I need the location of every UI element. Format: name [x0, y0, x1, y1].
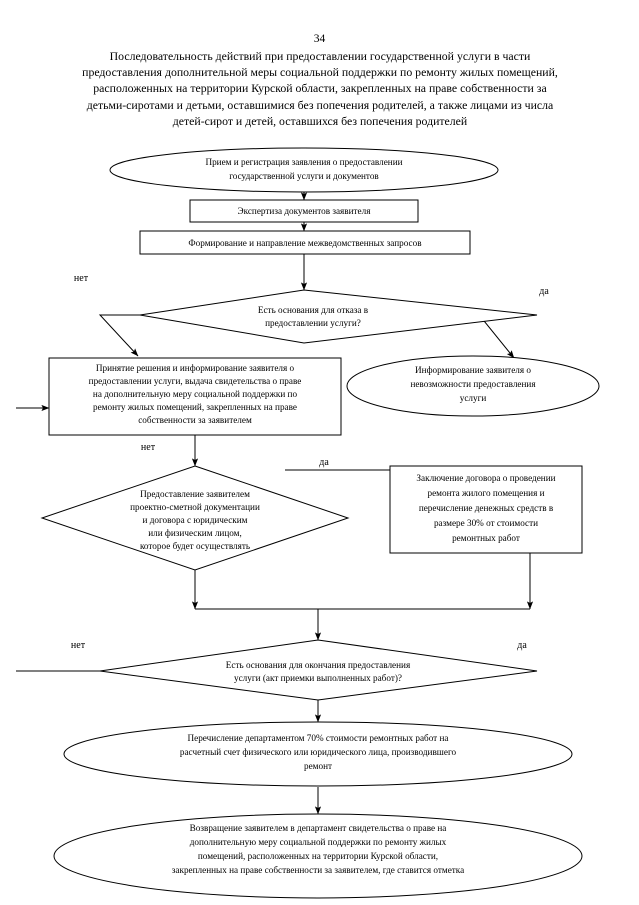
return-certificate-ellipse-shape — [53, 813, 583, 899]
contract-30-label-line-4: размере 30% от стоимости — [434, 518, 538, 528]
document-title: Последовательность действий при предоста… — [42, 48, 598, 129]
inform-impossible-label-line-2: невозможности предоставления — [410, 379, 536, 389]
requests-label: Формирование и направление межведомствен… — [188, 238, 422, 248]
decision-documents-label-line-2: проектно-сметной документации — [130, 502, 260, 512]
node-requests[interactable]: Формирование и направление межведомствен… — [139, 230, 471, 255]
branch-labels: нет да нет да нет да — [71, 273, 549, 651]
title-line-3: расположенных на территории Курской обла… — [93, 81, 547, 96]
decision-documents-label-line-4: или физическим лицом, — [148, 528, 242, 538]
branch-label-yes-3: да — [517, 640, 527, 651]
decision-made-label-line-5: собственности за заявителем — [138, 415, 252, 425]
branch-label-no-3: нет — [71, 640, 86, 651]
start-label-line-1: Прием и регистрация заявления о предоста… — [205, 157, 402, 167]
contract-30-label-line-3: перечисление денежных средств в — [419, 503, 554, 513]
node-decision-documents[interactable]: Предоставление заявителем проектно-сметн… — [40, 465, 350, 571]
contract-30-label-line-5: ремонтных работ — [452, 533, 520, 543]
transfer-70-label-line-2: расчетный счет физического или юридическ… — [180, 747, 457, 757]
requests-rect-shape — [139, 230, 471, 255]
node-return-certificate[interactable]: Возвращение заявителем в департамент сви… — [53, 813, 583, 899]
branch-label-yes-1: да — [539, 286, 549, 297]
decision-completion-label-line-2: услуги (акт приемки выполненных работ)? — [234, 673, 402, 683]
node-inform-impossible[interactable]: Информирование заявителя о невозможности… — [346, 355, 600, 417]
conn-refusal-yes — [478, 314, 538, 359]
decision-documents-label-line-5: которое будет осуществлять — [140, 541, 250, 551]
branch-label-no-1: нет — [74, 273, 89, 284]
contract-30-rect-shape — [389, 465, 583, 554]
node-decision-refusal[interactable]: Есть основания для отказа в предоставлен… — [139, 289, 538, 344]
return-certificate-label-line-4: закрепленных на праве собственности за з… — [172, 865, 464, 875]
contract-30-label-line-2: ремонта жилого помещения и — [427, 488, 544, 498]
return-certificate-label-line-1: Возвращение заявителем в департамент сви… — [190, 823, 447, 833]
title-line-4: детьми-сиротами и детьми, оставшимися бе… — [86, 97, 554, 112]
start-label-line-2: государственной услуги и документов — [229, 171, 379, 181]
node-transfer-70[interactable]: Перечисление департаментом 70% стоимости… — [63, 721, 573, 787]
decision-made-rect-shape — [48, 357, 342, 436]
inform-impossible-label-line-1: Информирование заявителя о — [415, 365, 531, 375]
decision-refusal-label-line-1: Есть основания для отказа в — [258, 305, 369, 315]
decision-made-label-line-3: на дополнительную меру социальной поддер… — [93, 389, 298, 399]
expertise-label: Экспертиза документов заявителя — [238, 206, 372, 216]
decision-documents-diamond-shape — [40, 465, 350, 571]
node-expertise[interactable]: Экспертиза документов заявителя — [189, 199, 419, 223]
decision-documents-label-line-3: и договора с юридическим — [143, 515, 248, 525]
decision-completion-diamond-shape — [99, 639, 538, 701]
decision-completion-label-line-1: Есть основания для окончания предоставле… — [226, 660, 411, 670]
node-decision-completion[interactable]: Есть основания для окончания предоставле… — [99, 639, 538, 701]
transfer-70-ellipse-shape — [63, 721, 573, 787]
contract-30-label-line-1: Заключение договора о проведении — [416, 473, 555, 483]
node-decision-made[interactable]: Принятие решения и информирование заявит… — [48, 357, 342, 436]
decision-refusal-diamond-shape — [139, 289, 538, 344]
title-line-1: Последовательность действий при предоста… — [109, 49, 531, 63]
decision-made-label-line-4: ремонту жилых помещений, закрепленных на… — [93, 402, 297, 412]
transfer-70-label-line-3: ремонт — [304, 761, 332, 771]
branch-label-no-2: нет — [141, 442, 156, 453]
decision-made-label-line-1: Принятие решения и информирование заявит… — [96, 363, 295, 373]
return-certificate-label-line-3: помещений, расположенных на территории К… — [198, 851, 438, 861]
decision-refusal-label-line-2: предоставлении услуги? — [265, 318, 361, 328]
title-line-2: предоставления дополнительной меры социа… — [82, 65, 558, 80]
expertise-rect-shape — [189, 199, 419, 223]
conn-refusal-no — [98, 314, 140, 357]
inform-impossible-ellipse-shape — [346, 355, 600, 417]
inform-impossible-label-line-3: услуги — [460, 393, 487, 403]
branch-label-yes-2: да — [319, 457, 329, 468]
page-number: 34 — [313, 33, 326, 45]
title-line-5: детей-сирот и детей, оставшихся без попе… — [172, 113, 468, 128]
return-certificate-label-line-2: дополнительную меру социальной поддержки… — [190, 837, 447, 847]
node-contract-30[interactable]: Заключение договора о проведении ремонта… — [389, 465, 583, 554]
start-ellipse-shape — [109, 147, 499, 193]
transfer-70-label-line-1: Перечисление департаментом 70% стоимости… — [188, 733, 449, 743]
decision-made-label-line-2: предоставлении услуги, выдача свидетельс… — [89, 376, 302, 386]
decision-documents-label-line-1: Предоставление заявителем — [140, 489, 250, 499]
node-start[interactable]: Прием и регистрация заявления о предоста… — [109, 147, 499, 193]
